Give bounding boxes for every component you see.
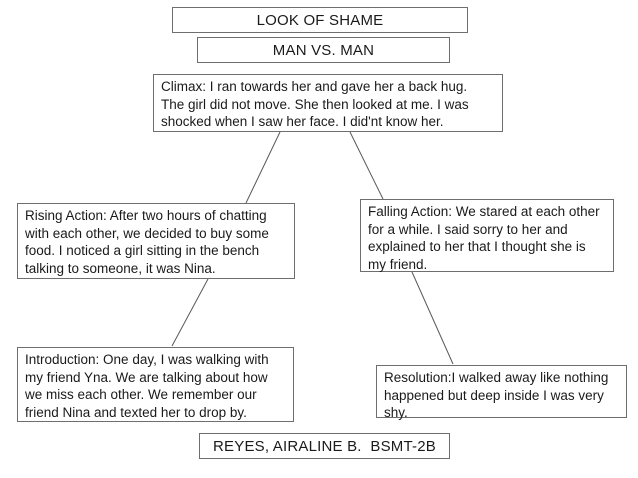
connector-climax-falling [349, 131, 384, 200]
introduction-box: Introduction: One day, I was walking wit… [17, 347, 294, 422]
connector-rising-introduction [171, 278, 209, 347]
connector-falling-resolution [411, 271, 454, 365]
resolution-box: Resolution:I walked away like nothing ha… [376, 365, 627, 420]
connector-climax-rising [245, 131, 281, 204]
story-title-box: LOOK OF SHAME [172, 7, 468, 33]
falling-action-box: Falling Action: We stared at each other … [360, 199, 614, 272]
climax-box: Climax: I ran towards her and gave her a… [153, 74, 503, 132]
author-name-box: REYES, AIRALINE B. BSMT-2B [199, 433, 450, 459]
conflict-type-box: MAN VS. MAN [197, 37, 450, 63]
rising-action-box: Rising Action: After two hours of chatti… [17, 203, 295, 279]
